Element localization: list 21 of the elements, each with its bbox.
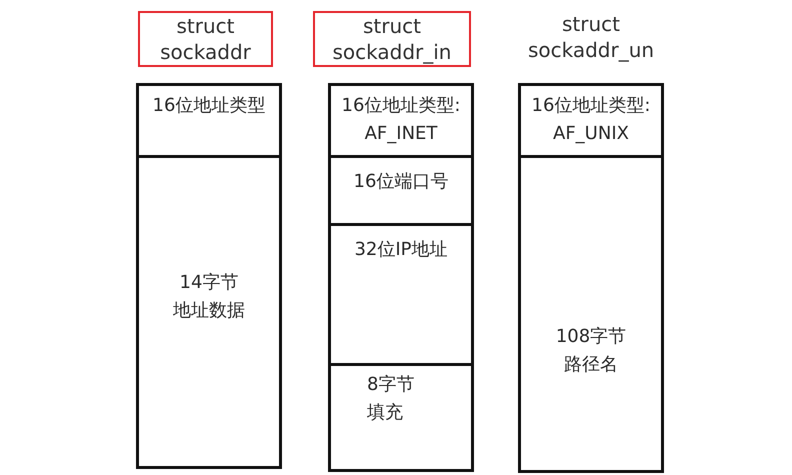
field-text: 填充 (367, 401, 403, 425)
field-text: 108字节 (556, 325, 626, 349)
field-text: 16位地址类型: (342, 94, 460, 118)
struct-name: struct sockaddr_in (332, 13, 452, 65)
highlight-frame (313, 11, 471, 67)
memory-layout-column (518, 83, 664, 473)
field-text: 32位IP地址 (354, 238, 448, 262)
field-text: 路径名 (564, 353, 618, 377)
field-text: AF_UNIX (553, 122, 629, 146)
memory-layout-column (328, 83, 474, 472)
field-text: 地址数据 (173, 299, 245, 323)
struct-name: struct sockaddr_un (528, 11, 654, 63)
field-text: 8字节 (367, 373, 414, 397)
field-text: 16位地址类型: (532, 94, 650, 118)
field-text: AF_INET (364, 122, 438, 146)
highlight-frame (138, 11, 273, 67)
struct-name: struct sockaddr (160, 13, 251, 65)
field-text: 14字节 (180, 271, 238, 295)
memory-layout-column (136, 83, 282, 469)
field-text: 16位端口号 (354, 170, 448, 194)
field-text: 16位地址类型 (152, 94, 266, 118)
